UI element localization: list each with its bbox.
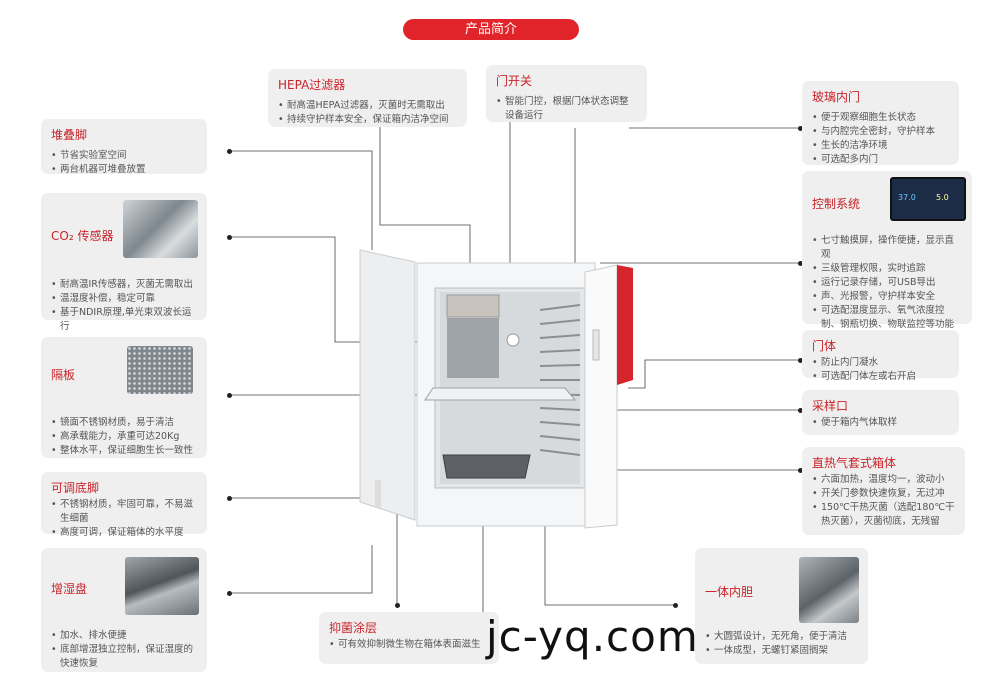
pointer-dot [798, 358, 803, 363]
humidifier-tray-photo [125, 557, 199, 615]
card-humid: 增湿盘 加水、排水便捷 底部增湿独立控制，保证湿度的快速恢复 [41, 548, 207, 672]
card-title: 直热气套式箱体 [812, 456, 897, 470]
watermark: jc-yq.com [486, 612, 699, 661]
card-door: 门体 防止内门凝水 可选配门体左或右开启 [802, 330, 959, 384]
list-item: 底部增湿独立控制，保证湿度的快速恢复 [51, 643, 197, 671]
card-shelf: 隔板 镜面不锈钢材质，易于清洁 高承载能力，承重可达20Kg 整体水平，保证细胞… [41, 337, 207, 458]
list-item: 开关门参数快速恢复，无过冲 [812, 487, 955, 501]
list-item: 便于箱内气体取样 [812, 416, 949, 430]
list-item: 两台机器可堆叠放置 [51, 163, 197, 177]
card-title: 隔板 [51, 368, 76, 382]
pointer-dot [798, 468, 803, 473]
pointer-dot [395, 603, 400, 608]
list-item: 150℃干热灭菌（选配180℃干热灭菌），灭菌彻底，无残留 [812, 501, 955, 529]
pointer-dot [227, 235, 232, 240]
shelf-photo [127, 346, 193, 394]
list-item: 七寸触摸屏，操作便捷，显示直观 [812, 234, 962, 262]
card-title: CO₂ 传感器 [51, 229, 114, 243]
card-title: 采样口 [812, 399, 849, 413]
list-item: 耐高温IR传感器，灭菌无需取出 [51, 278, 197, 292]
list-item: 可选配门体左或右开启 [812, 370, 949, 384]
card-stack: 堆叠脚 节省实验室空间 两台机器可堆叠放置 [41, 119, 207, 177]
incubator-illustration [359, 249, 633, 529]
screen-temp: 37.0 [898, 193, 916, 202]
pointer-dot [227, 591, 232, 596]
list-item: 高度可调，保证箱体的水平度 [51, 526, 197, 540]
card-title: 玻璃内门 [812, 90, 861, 104]
chamber-photo [799, 557, 859, 623]
card-glassdoor: 玻璃内门 便于观察细胞生长状态 与内腔完全密封，守护样本 生长的洁净环境 可选配… [802, 81, 959, 167]
list-item: 智能门控，根据门体状态调整设备运行 [496, 95, 636, 123]
list-item: 可有效抑制微生物在箱体表面滋生 [329, 638, 489, 652]
card-title: 堆叠脚 [51, 128, 88, 142]
list-item: 便于观察细胞生长状态 [812, 111, 949, 125]
list-item: 不锈钢材质，牢固可靠，不易滋生细菌 [51, 498, 197, 526]
screen-co2: 5.0 [936, 193, 949, 202]
list-item: 加水、排水便捷 [51, 629, 197, 643]
card-title: HEPA过滤器 [278, 78, 346, 92]
card-doorswitch: 门开关 智能门控，根据门体状态调整设备运行 [486, 65, 647, 122]
list-item: 生长的洁净环境 [812, 139, 949, 153]
card-title: 门体 [812, 339, 837, 353]
list-item: 温湿度补偿，稳定可靠 [51, 292, 197, 306]
list-item: 节省实验室空间 [51, 149, 197, 163]
pointer-dot [798, 261, 803, 266]
pointer-dot [798, 408, 803, 413]
card-hepa: HEPA过滤器 耐高温HEPA过滤器，灭菌时无需取出 持续守护样本安全，保证箱内… [268, 69, 467, 127]
card-sample: 采样口 便于箱内气体取样 [802, 390, 959, 435]
list-item: 大圆弧设计，无死角，便于清洁 [705, 630, 858, 644]
list-item: 声、光报警，守护样本安全 [812, 290, 962, 304]
card-title: 控制系统 [812, 197, 861, 211]
page-title: 产品简介 [403, 19, 579, 40]
card-title: 一体内胆 [705, 585, 754, 599]
list-item: 持续守护样本安全，保证箱内洁净空间 [278, 113, 457, 127]
card-feet: 可调底脚 不锈钢材质，牢固可靠，不易滋生细菌 高度可调，保证箱体的水平度 [41, 472, 207, 540]
list-item: 六面加热，温度均一，波动小 [812, 473, 955, 487]
list-item: 可选配多内门 [812, 153, 949, 167]
list-item: 镜面不锈钢材质，易于清洁 [51, 416, 197, 430]
pointer-dot [227, 496, 232, 501]
list-item: 可选配湿度显示、氧气浓度控制、钢瓶切换、物联监控等功能 [812, 304, 962, 332]
list-item: 三级管理权限，实时追踪 [812, 262, 962, 276]
card-title: 可调底脚 [51, 481, 100, 495]
list-item: 耐高温HEPA过滤器，灭菌时无需取出 [278, 99, 457, 113]
card-control: 控制系统 37.0 5.0 七寸触摸屏，操作便捷，显示直观 三级管理权限，实时追… [802, 171, 972, 330]
card-co2: CO₂ 传感器 耐高温IR传感器，灭菌无需取出 温湿度补偿，稳定可靠 基于NDI… [41, 193, 207, 332]
touchscreen-photo: 37.0 5.0 [890, 177, 966, 221]
pointer-dot [673, 603, 678, 608]
card-chamber: 一体内胆 大圆弧设计，无死角，便于清洁 一体成型，无螺钉紧固搁架 [695, 548, 868, 664]
pointer-dot [798, 126, 803, 131]
list-item: 一体成型，无螺钉紧固搁架 [705, 644, 858, 658]
list-item: 运行记录存储，可USB导出 [812, 276, 962, 290]
co2-sensor-photo [123, 200, 198, 258]
list-item: 高承载能力，承重可达20Kg [51, 430, 197, 444]
pointer-dot [227, 393, 232, 398]
list-item: 与内腔完全密封，守护样本 [812, 125, 949, 139]
list-item: 防止内门凝水 [812, 356, 949, 370]
card-title: 增湿盘 [51, 582, 88, 596]
card-title: 门开关 [496, 74, 533, 88]
card-jacket: 直热气套式箱体 六面加热，温度均一，波动小 开关门参数快速恢复，无过冲 150℃… [802, 447, 965, 535]
card-coating: 抑菌涂层 可有效抑制微生物在箱体表面滋生 [319, 612, 499, 664]
pointer-dot [227, 149, 232, 154]
list-item: 基于NDIR原理,单光束双波长运行 [51, 306, 197, 334]
list-item: 整体水平，保证细胞生长一致性 [51, 444, 197, 458]
card-title: 抑菌涂层 [329, 621, 378, 635]
